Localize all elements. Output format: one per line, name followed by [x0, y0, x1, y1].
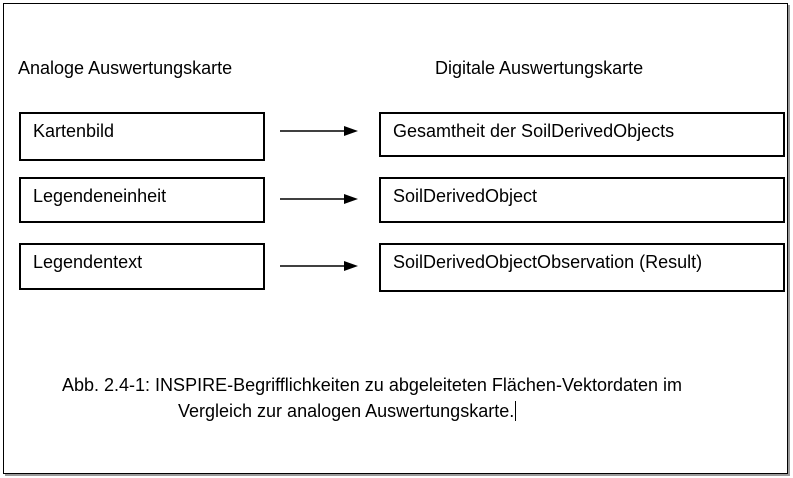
box-observation: SoilDerivedObjectObservation (Result): [379, 243, 785, 292]
heading-digital: Digitale Auswertungskarte: [435, 58, 644, 78]
box-label: Legendentext: [33, 252, 143, 272]
box-label: Kartenbild: [33, 121, 115, 141]
arrow-row-3: [280, 261, 358, 271]
box-kartenbild: Kartenbild: [19, 112, 265, 161]
caption-line-2-text: Vergleich zur analogen Auswertungskarte.: [178, 401, 515, 421]
box-legendentext: Legendentext: [19, 243, 265, 290]
box-soilderivedobject: SoilDerivedObject: [379, 177, 785, 223]
caption-line-2: Vergleich zur analogen Auswertungskarte.: [178, 398, 517, 424]
caption-line-1: Abb. 2.4-1: INSPIRE-Begrifflichkeiten zu…: [62, 375, 683, 395]
box-label: SoilDerivedObject: [393, 186, 538, 206]
box-gesamtheit: Gesamtheit der SoilDerivedObjects: [379, 112, 785, 157]
arrow-row-2: [280, 194, 358, 204]
box-label: Gesamtheit der SoilDerivedObjects: [393, 121, 675, 141]
arrow-row-1: [280, 126, 358, 136]
box-label: Legendeneinheit: [33, 186, 167, 206]
text-cursor: [515, 401, 517, 421]
heading-analog: Analoge Auswertungskarte: [18, 58, 233, 78]
box-legendeneinheit: Legendeneinheit: [19, 177, 265, 223]
box-label: SoilDerivedObjectObservation (Result): [393, 252, 703, 272]
figure-frame: [3, 3, 788, 474]
